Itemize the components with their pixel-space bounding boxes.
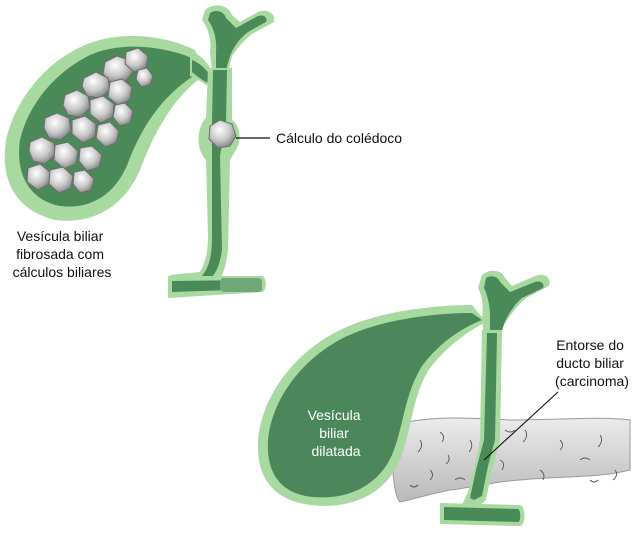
- top-gallbladder-label-line3: cálculos biliares: [13, 264, 112, 280]
- stricture-label-line3: (carcinoma): [555, 373, 629, 389]
- top-gallbladder-label-line2: fibrosada com: [16, 246, 104, 262]
- pancreas-texture: [409, 429, 618, 488]
- stricture-label: Entorse do ducto biliar (carcinoma): [555, 337, 629, 389]
- top-diagram: Cálculo do colédoco Vesícula biliar fibr…: [4, 5, 402, 298]
- cbd-stone: [208, 119, 237, 149]
- bottom-gallbladder-label-line3: dilatada: [311, 443, 360, 459]
- stone-label: Cálculo do colédoco: [276, 130, 402, 146]
- gallstones-cluster: [26, 47, 154, 194]
- bottom-gallbladder-label-line1: Vesícula: [308, 407, 361, 423]
- stricture-label-line2: ducto biliar: [556, 355, 624, 371]
- top-gallbladder-label: Vesícula biliar fibrosada com cálculos b…: [13, 228, 112, 280]
- top-duodenum-segment: [220, 278, 262, 292]
- bottom-gallbladder-label-line2: biliar: [319, 425, 349, 441]
- top-hepatic-duct: [208, 10, 267, 71]
- stricture-leader-line: [483, 391, 559, 461]
- bottom-gallbladder-label: Vesícula biliar dilatada: [308, 407, 365, 459]
- bottom-diagram: Vesícula biliar dilatada Entorse do duct…: [257, 270, 631, 526]
- bottom-hepatic-duct: [484, 276, 544, 336]
- top-gallbladder-label-line1: Vesícula biliar: [17, 228, 104, 244]
- bottom-gallbladder: [267, 313, 482, 498]
- bottom-duodenum: [444, 507, 521, 522]
- stricture-label-line1: Entorse do: [556, 337, 624, 353]
- top-cbd: [176, 70, 227, 282]
- pancreas: [391, 417, 631, 503]
- top-cbd-halo: [170, 68, 240, 288]
- bottom-cbd: [470, 333, 497, 500]
